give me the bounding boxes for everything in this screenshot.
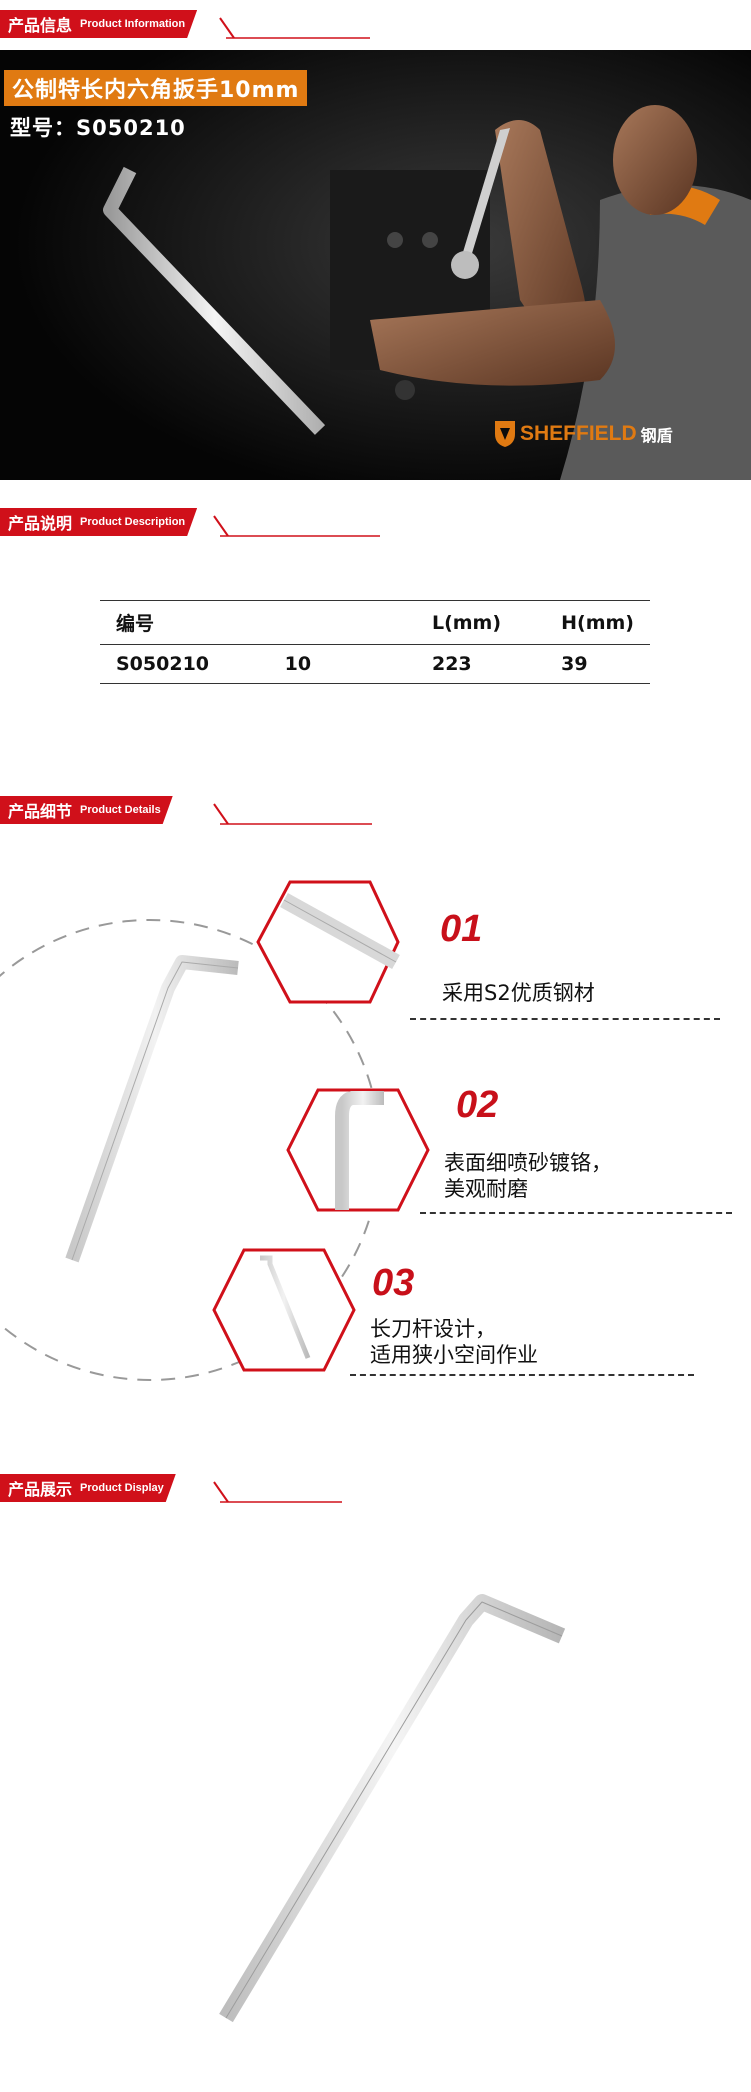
section-title-cn: 产品细节: [8, 802, 73, 821]
product-banner: 公制特长内六角扳手10mm 型号：S050210 SHEFFIELD 钢盾: [0, 50, 751, 480]
feature-divider-2: [420, 1212, 732, 1214]
feature-text-line: 采用S2优质钢材: [442, 981, 595, 1005]
section-header-display: 产品展示 Product Display: [0, 1474, 380, 1504]
banner-photo: [0, 50, 751, 480]
header-cell: L(mm): [431, 611, 502, 634]
section-title-en: Product Information: [80, 18, 186, 30]
shield-icon: [495, 421, 515, 447]
detail-hexagon-1: [256, 880, 400, 1004]
table-cell: 10: [284, 653, 312, 675]
feature-text-line: 表面细喷砂镀铬，: [444, 1151, 612, 1175]
brand-logo: SHEFFIELD 钢盾: [494, 420, 673, 448]
hex-key-image: [65, 955, 239, 1263]
header-underline: [219, 17, 370, 39]
table-header-row: 编号 L(mm) H(mm): [100, 600, 650, 645]
product-title: 公制特长内六角扳手10mm: [4, 70, 308, 106]
section-title-en: Product Description: [80, 516, 186, 528]
section-title-en: Product Details: [80, 804, 161, 816]
section-header-details: 产品细节 Product Details: [0, 796, 380, 826]
feature-number-3: 03: [372, 1262, 415, 1304]
product-display-image: [219, 1594, 566, 2023]
feature-text-3: 长刀杆设计， 适用狭小空间作业: [370, 1316, 538, 1368]
details-diagram: [0, 880, 430, 1381]
section-tab: 产品信息 Product Information: [0, 10, 197, 38]
section-title-en: Product Display: [80, 1482, 164, 1494]
brand-name-cn: 钢盾: [640, 426, 673, 445]
section-tab: 产品说明 Product Description: [0, 508, 197, 536]
spec-table: 编号 L(mm) H(mm) S050210 10 223 39: [100, 600, 650, 684]
feature-text-2: 表面细喷砂镀铬， 美观耐磨: [444, 1150, 612, 1202]
table-cell: 39: [561, 653, 588, 675]
header-cell: [269, 601, 416, 645]
section-tab: 产品展示 Product Display: [0, 1474, 176, 1502]
feature-text-line: 美观耐磨: [444, 1177, 528, 1201]
detail-hexagon-2: [286, 1088, 430, 1212]
section-tab: 产品细节 Product Details: [0, 796, 173, 824]
feature-text-line: 长刀杆设计，: [370, 1317, 496, 1341]
table-row: S050210 10 223 39: [100, 645, 650, 684]
section-header-description: 产品说明 Product Description: [0, 508, 380, 538]
product-model: 型号：S050210: [10, 116, 186, 140]
header-underline: [213, 515, 380, 537]
feature-number-2: 02: [456, 1084, 499, 1126]
section-title-cn: 产品信息: [8, 16, 73, 35]
header-cell: H(mm): [561, 611, 634, 634]
feature-text-line: 适用狭小空间作业: [370, 1343, 538, 1367]
header-underline: [213, 1481, 342, 1503]
feature-text-1: 采用S2优质钢材: [442, 980, 595, 1006]
header-cell: 编号: [116, 613, 155, 635]
hex-key-image: [219, 1594, 566, 2023]
brand-name: SHEFFIELD: [520, 422, 637, 445]
section-header-info: 产品信息 Product Information: [0, 10, 380, 40]
feature-number-1: 01: [440, 908, 483, 950]
header-underline: [213, 803, 372, 825]
feature-divider-3: [350, 1374, 694, 1376]
table-cell: S050210: [116, 653, 210, 675]
table-cell: 223: [431, 653, 472, 675]
feature-divider-1: [410, 1018, 720, 1020]
section-title-cn: 产品展示: [8, 1480, 73, 1499]
section-title-cn: 产品说明: [8, 514, 73, 533]
detail-hexagon-3: [212, 1248, 356, 1372]
